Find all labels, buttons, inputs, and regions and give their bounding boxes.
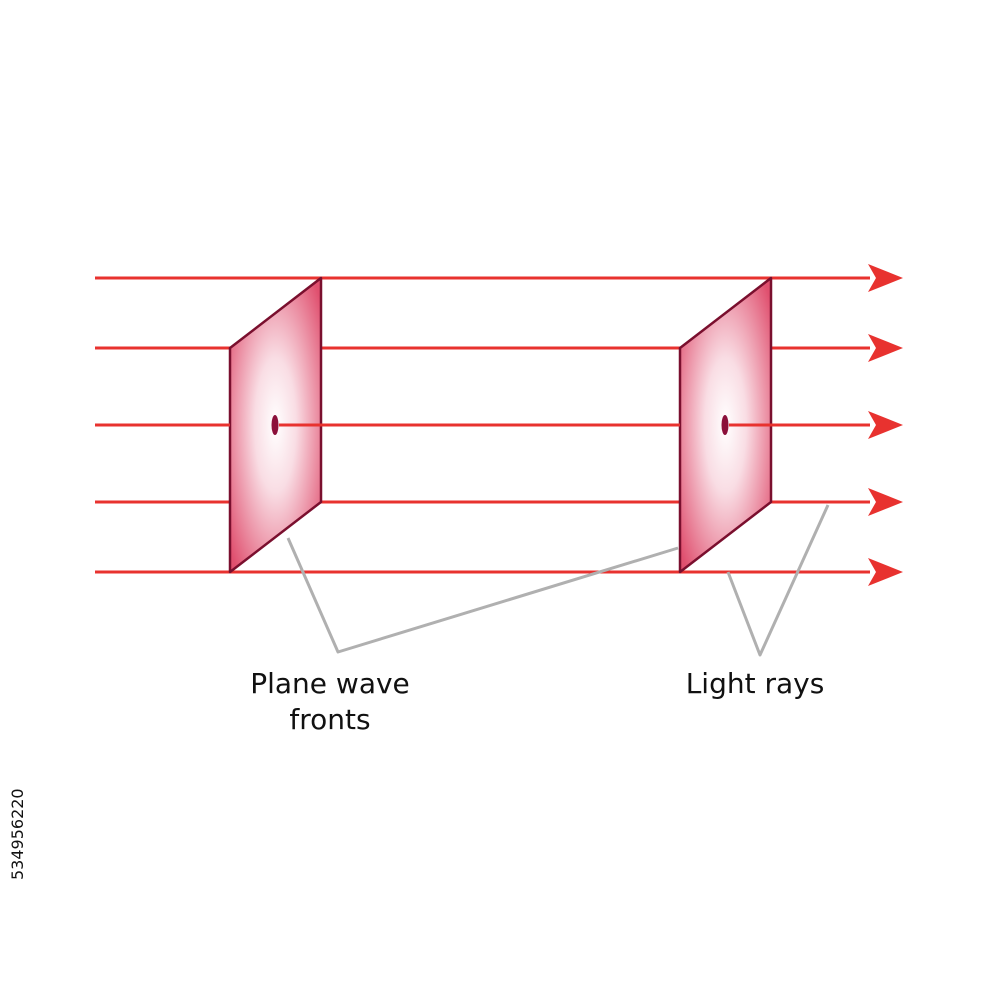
wavefronts-label-line-1: Plane wave [210, 666, 450, 702]
wavefront-1-center-dot [272, 415, 279, 435]
wavefronts-label: Plane wave fronts [210, 666, 450, 738]
rays-leader-line [728, 505, 828, 655]
arrowhead-5 [868, 558, 903, 586]
wavefronts-label-line-2: fronts [210, 702, 450, 738]
central-ray-group [95, 411, 903, 439]
wavefront-leader-line [288, 538, 678, 652]
arrowhead-2 [868, 334, 903, 362]
light-rays-label-text: Light rays [650, 666, 860, 702]
arrowhead-1 [868, 264, 903, 292]
light-rays-label: Light rays [650, 666, 860, 702]
stock-id-text: 534956220 [8, 788, 27, 880]
arrowhead-4 [868, 488, 903, 516]
arrowhead-3 [868, 411, 903, 439]
leader-lines [288, 505, 828, 655]
wavefront-2-center-dot [722, 415, 729, 435]
